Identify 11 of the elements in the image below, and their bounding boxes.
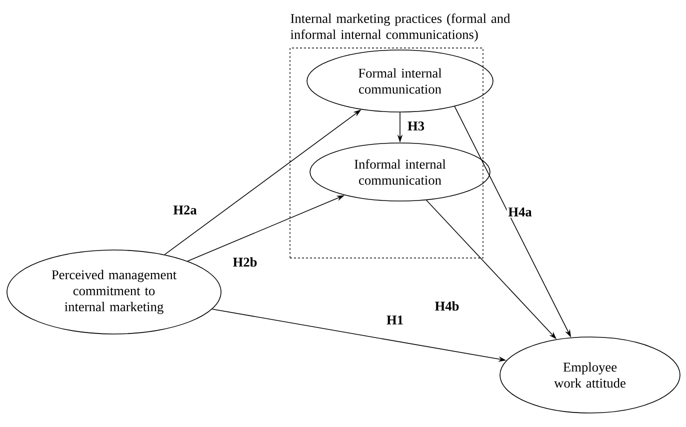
node-label: Internal marketing practices (formal and informal internal communications) <box>290 14 510 42</box>
edge-label: H4b <box>433 300 461 312</box>
ellipse-node: Employee work attitude <box>500 336 680 414</box>
ellipse-node: Informal internal communication <box>310 142 490 202</box>
edge-label: H1 <box>385 314 405 326</box>
edge-label: H2b <box>231 256 259 268</box>
ellipse-node: Formal internal communication <box>306 50 494 112</box>
ellipse-node: Perceived management commitment to internal marketing <box>6 250 222 334</box>
edge-label: H3 <box>406 120 426 132</box>
edge-label: H2a <box>172 204 198 216</box>
edge-label: H4a <box>506 206 534 218</box>
